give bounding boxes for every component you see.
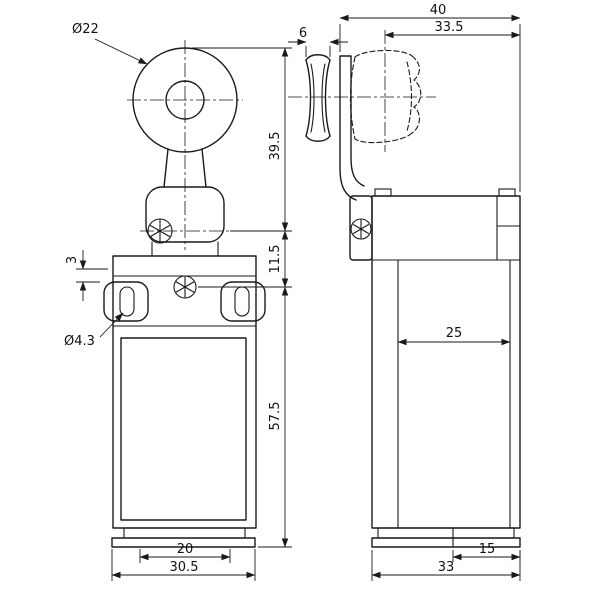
dim-label-base-step-depth: 15 <box>479 542 496 557</box>
dim-label-mount-hole-spacing: 20 <box>177 542 194 557</box>
dim-label-roller-center-height: 39.5 <box>268 132 283 161</box>
mount-ear-left <box>103 281 149 322</box>
dim-label-roller-plane-depth: 33.5 <box>435 20 464 35</box>
roller-ghost-position <box>349 49 422 144</box>
pivot-screw-icon <box>147 218 173 244</box>
roller-hub-circle <box>165 80 205 120</box>
front-view: Ø22 39.5 11.5 57.5 3 Ø4.3 <box>64 22 292 581</box>
head-detail <box>496 195 521 261</box>
dim-label-body-depth: 33 <box>438 560 455 575</box>
top-tab-right <box>498 188 516 197</box>
body-outline-side <box>371 195 521 529</box>
roller-lever-front <box>132 47 238 257</box>
side-view: 40 33.5 6 25 15 33 <box>288 3 521 581</box>
cover-edges-side <box>397 259 511 529</box>
dim-roller-diameter: Ø22 <box>72 22 148 65</box>
dim-label-cover-depth: 25 <box>446 326 463 341</box>
front-centerlines <box>127 40 243 250</box>
dim-label-mount-hole-diameter: Ø4.3 <box>64 334 95 349</box>
switch-body-side <box>371 188 521 548</box>
dim-cover-depth: 25 <box>397 326 511 346</box>
dim-label-overall-depth: 40 <box>430 3 447 18</box>
mount-slot-left <box>119 286 135 317</box>
dim-label-roller-width: 6 <box>299 26 307 41</box>
dim-mount-slot-offset: 3 <box>65 250 108 301</box>
head-screw-icon <box>173 275 197 299</box>
switch-body-front <box>103 255 266 548</box>
base-block-side <box>377 527 515 539</box>
dim-label-body-width: 30.5 <box>170 560 199 575</box>
cover-plate <box>120 337 247 521</box>
mount-ear-right <box>220 281 266 322</box>
pivot-screw-side-icon <box>350 218 372 240</box>
dim-roller-center-height: 39.5 <box>192 47 292 232</box>
dim-body-height: 57.5 <box>258 286 292 548</box>
roller-outer-circle <box>132 47 238 153</box>
lever-plate-side <box>339 55 365 201</box>
dim-pivot-offset: 11.5 <box>198 230 292 288</box>
dim-body-depth: 33 <box>371 550 521 581</box>
roller-profile <box>305 59 312 137</box>
dim-body-width: 30.5 <box>111 549 256 581</box>
base-plate <box>111 537 256 548</box>
dim-overall-depth: 40 <box>339 3 521 192</box>
lever-arm <box>163 148 207 188</box>
dim-label-mount-slot-offset: 3 <box>65 256 80 264</box>
top-tab-left <box>374 188 392 197</box>
dim-mount-hole-diameter: Ø4.3 <box>64 312 124 349</box>
base-block <box>123 527 246 539</box>
lever-hub <box>145 186 225 243</box>
mount-slot-right <box>234 286 250 317</box>
dim-label-body-height: 57.5 <box>268 402 283 431</box>
dim-label-roller-diameter: Ø22 <box>72 22 99 37</box>
base-plate-side <box>371 537 521 548</box>
roller-lever-side <box>305 49 422 261</box>
dim-roller-plane-depth: 33.5 <box>384 20 521 39</box>
dim-mount-hole-spacing: 20 <box>139 542 231 563</box>
dim-base-step-depth: 15 <box>452 542 521 562</box>
dim-label-pivot-offset: 11.5 <box>268 245 283 274</box>
dim-roller-width: 6 <box>288 26 348 57</box>
